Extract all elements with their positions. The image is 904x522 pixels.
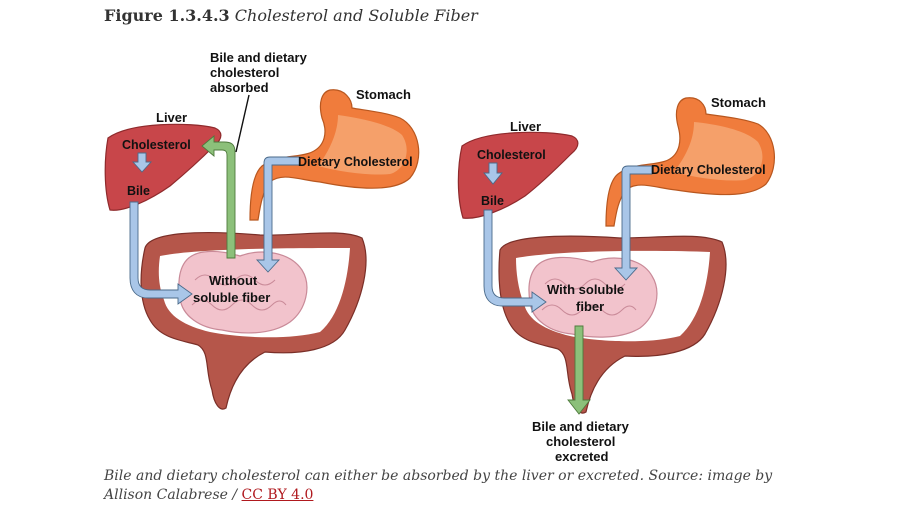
license-link[interactable]: CC BY 4.0 xyxy=(241,487,314,503)
left-absorbed-label-1: Bile and dietary xyxy=(210,50,308,65)
right-cholesterol-to-bile-arrow xyxy=(483,162,503,185)
right-liver-label: Liver xyxy=(510,119,541,134)
right-stomach-label: Stomach xyxy=(711,95,766,110)
right-bile-label: Bile xyxy=(481,194,504,208)
right-center-label-2: fiber xyxy=(576,299,604,314)
left-absorbed-pointer xyxy=(235,94,250,153)
left-dietary-to-intestine-arrow xyxy=(255,156,301,273)
left-center-label-1: Without xyxy=(209,273,258,288)
left-absorbed-to-liver-arrow xyxy=(201,135,236,259)
figure-number: Figure 1.3.4.3 xyxy=(104,6,230,25)
left-absorbed-label-3: absorbed xyxy=(210,80,269,95)
right-cholesterol-label: Cholesterol xyxy=(477,148,546,162)
left-center-label-2: soluble fiber xyxy=(193,290,270,305)
right-small-intestine xyxy=(528,256,658,338)
left-bile-to-intestine-arrow xyxy=(129,201,193,305)
figure-title: Figure 1.3.4.3 Cholesterol and Soluble F… xyxy=(104,6,478,25)
right-center-label-1: With soluble xyxy=(547,282,624,297)
right-dietary-to-intestine-arrow xyxy=(613,165,653,281)
left-liver xyxy=(104,123,222,211)
right-excreted-label-2: cholesterol xyxy=(546,434,615,449)
left-absorbed-label-2: cholesterol xyxy=(210,65,279,80)
caption-text: Bile and dietary cholesterol can either … xyxy=(104,468,773,503)
right-excreted-label-1: Bile and dietary xyxy=(532,419,630,434)
left-dietary-cholesterol-label: Dietary Cholesterol xyxy=(298,155,413,169)
left-liver-label: Liver xyxy=(156,110,187,125)
right-dietary-cholesterol-label: Dietary Cholesterol xyxy=(651,163,766,177)
left-panel: Bile and dietary cholesterol absorbed Li… xyxy=(104,50,420,410)
right-excreted-label-3: excreted xyxy=(555,449,609,464)
right-excreted-arrow xyxy=(567,325,591,415)
figure-caption: Bile and dietary cholesterol can either … xyxy=(104,467,804,505)
right-panel: Liver Stomach Cholesterol Bile Dietary C… xyxy=(457,95,775,464)
left-bile-label: Bile xyxy=(127,184,150,198)
left-cholesterol-to-bile-arrow xyxy=(131,152,153,173)
left-cholesterol-label: Cholesterol xyxy=(122,138,191,152)
left-stomach-label: Stomach xyxy=(356,87,411,102)
right-bile-to-intestine-arrow xyxy=(483,209,547,313)
figure-name: Cholesterol and Soluble Fiber xyxy=(234,6,478,25)
right-liver xyxy=(457,131,579,219)
